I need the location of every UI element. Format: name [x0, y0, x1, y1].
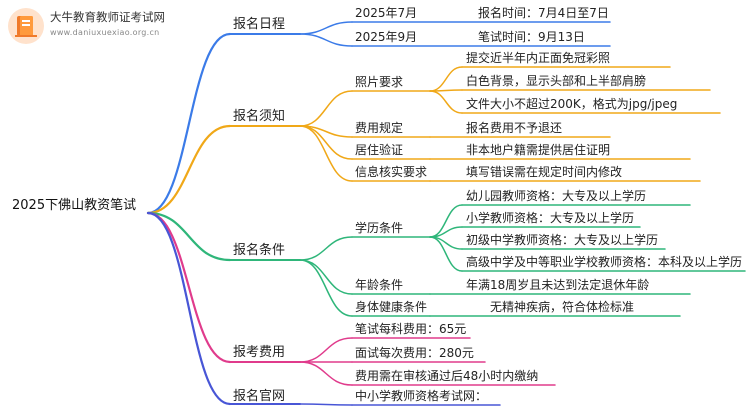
branch-fees-connector: [146, 211, 232, 364]
notice-fee-value: 报名费用不予退还: [466, 121, 563, 135]
notice-residence-label: 居住验证: [355, 143, 404, 157]
notice-verify-label: 信息核实要求: [355, 165, 428, 179]
schedule-item-value: 笔试时间：9月13日: [478, 30, 585, 44]
notice-photo-item: 白色背景，显示头部和上半部肩膀: [466, 74, 647, 88]
fees-item: 笔试每科费用：65元: [355, 322, 467, 336]
site-item-connector: [299, 403, 353, 406]
notice-fee-label: 费用规定: [355, 121, 404, 135]
conditions-health-label: 身体健康条件: [355, 300, 428, 314]
conditions-health-value: 无精神疾病，符合体检标准: [490, 300, 635, 314]
conditions-education-item-connector: [429, 236, 463, 272]
logo-title: 大牛教育教师证考试网: [50, 10, 165, 24]
branch-conditions-connector: [146, 211, 232, 262]
schedule-item-value: 报名时间：7月4日至7日: [478, 6, 609, 20]
branch-site-connector: [146, 211, 232, 406]
conditions-education-item: 初级中学教师资格：大专及以上学历: [466, 233, 659, 247]
notice-photo-item: 文件大小不超过200K，格式为jpg/jpeg: [466, 97, 678, 111]
fees-item-connector: [299, 361, 353, 386]
notice-photo-item-connector: [429, 66, 463, 92]
branch-fees: 报考费用: [233, 345, 286, 360]
branch-notice-connector: [146, 124, 232, 215]
notice-residence-value: 非本地户籍需提供居住证明: [466, 143, 611, 157]
branch-notice: 报名须知: [233, 109, 286, 124]
branch-schedule: 报名日程: [233, 17, 286, 32]
conditions-education-item: 小学教师资格：大专及以上学历: [466, 211, 635, 225]
notice-photo-item: 提交近半年内正面免冠彩照: [466, 51, 611, 65]
conditions-education-item: 幼儿园教师资格：大专及以上学历: [466, 189, 647, 203]
notice-verify-value: 填写错误需在规定时间内修改: [466, 165, 623, 179]
site-logo: 大牛教育教师证考试网 www.daniuxuexiao.org.cn: [6, 6, 181, 46]
schedule-item-connector: [299, 21, 353, 35]
conditions-education-label: 学历条件: [355, 221, 404, 235]
conditions-age-label: 年龄条件: [355, 278, 404, 292]
notice-photo-label: 照片要求: [355, 75, 404, 89]
schedule-item-label: 2025年9月: [355, 30, 418, 44]
conditions-education-item: 高级中学及中等职业学校教师资格：本科及以上学历: [466, 255, 743, 269]
schedule-item-connector: [299, 33, 353, 47]
branch-conditions: 报名条件: [233, 243, 286, 258]
logo-url: www.daniuxuexiao.org.cn: [50, 28, 160, 37]
logo-book-icon: [8, 8, 44, 44]
conditions-health-connector: [299, 259, 353, 317]
notice-verify-connector: [299, 125, 353, 182]
schedule-item-label: 2025年7月: [355, 6, 418, 20]
branch-site: 报名官网: [233, 389, 286, 404]
site-item: 中小学教师资格考试网：: [355, 389, 488, 403]
notice-photo-connector: [299, 90, 353, 127]
fees-item-connector: [299, 337, 353, 363]
fees-item: 费用需在审核通过后48小时内缴纳: [355, 369, 539, 383]
notice-photo-item-connector: [429, 90, 463, 114]
branch-schedule-connector: [146, 32, 232, 215]
conditions-education-connector: [299, 236, 353, 261]
conditions-age-value: 年满18周岁且未达到法定退休年龄: [466, 278, 650, 292]
root-node: 2025下佛山教资笔试: [12, 198, 137, 213]
fees-item: 面试每次费用：280元: [355, 346, 474, 360]
